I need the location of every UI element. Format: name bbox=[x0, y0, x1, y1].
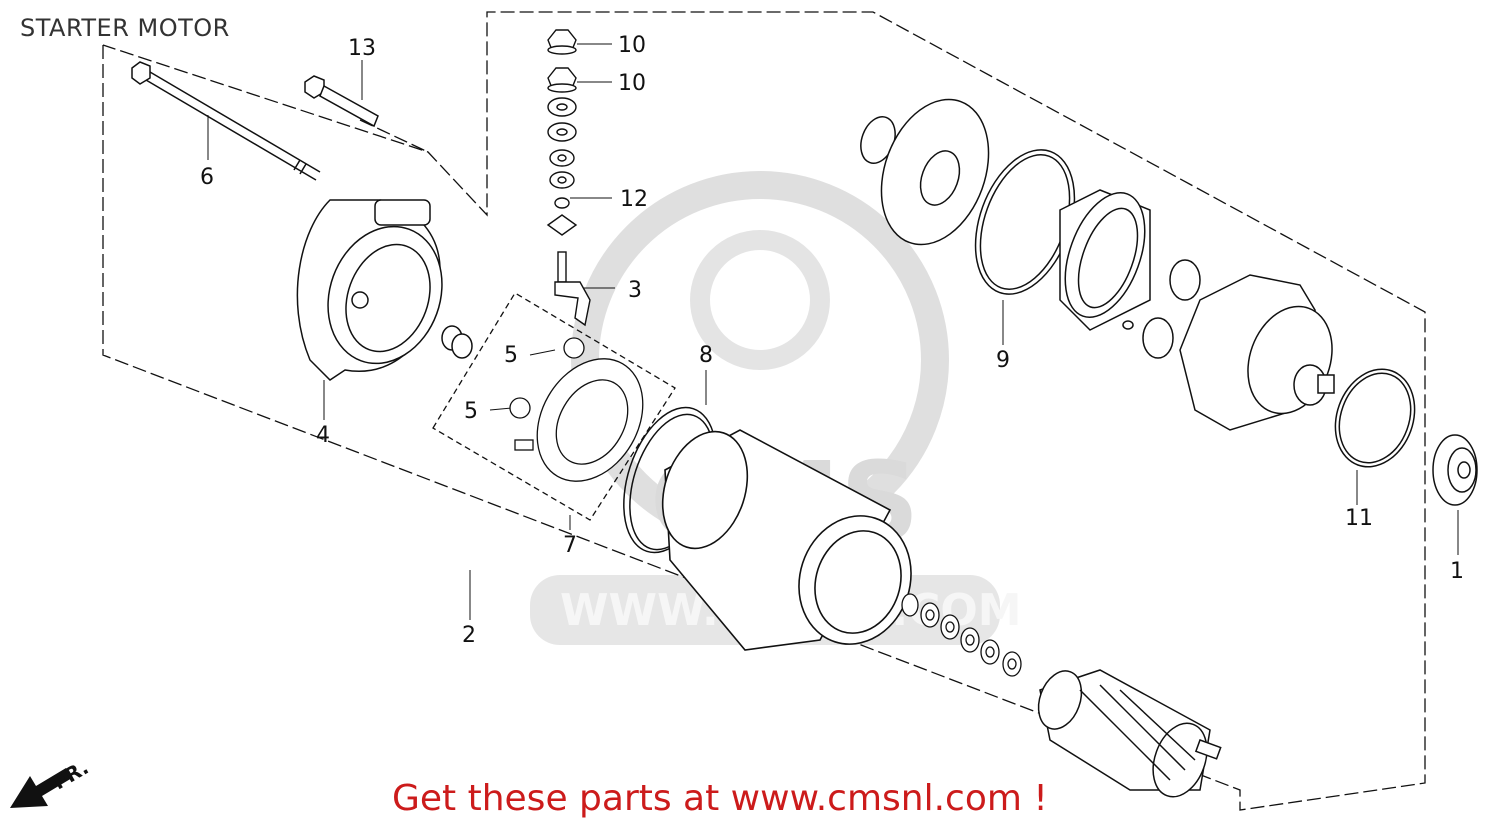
callout-12: 12 bbox=[620, 187, 648, 212]
callout-11: 11 bbox=[1345, 506, 1373, 531]
long-bolt bbox=[131, 61, 321, 181]
promo-link[interactable]: Get these parts at www.cmsnl.com ! bbox=[392, 778, 1048, 819]
callout-2: 2 bbox=[462, 623, 476, 648]
pinion-gear bbox=[1432, 434, 1478, 506]
callout-8: 8 bbox=[699, 343, 713, 368]
short-bolt bbox=[304, 75, 379, 128]
callout-7: 7 bbox=[563, 533, 577, 558]
callout-1: 1 bbox=[1450, 559, 1464, 584]
callout-10b: 10 bbox=[618, 71, 646, 96]
callout-13: 13 bbox=[348, 36, 376, 61]
armature bbox=[1037, 669, 1222, 798]
callout-4: 4 bbox=[316, 423, 330, 448]
yoke-housing bbox=[661, 429, 912, 651]
callout-9: 9 bbox=[996, 348, 1010, 373]
leader-lines bbox=[207, 43, 1459, 620]
front-cover bbox=[1179, 274, 1335, 431]
callout-10a: 10 bbox=[618, 33, 646, 58]
callout-3: 3 bbox=[628, 278, 642, 303]
bushing bbox=[441, 325, 473, 359]
rear-cover bbox=[296, 199, 443, 381]
fr-label: FR. bbox=[49, 755, 93, 794]
terminal-hardware-stack bbox=[546, 29, 578, 236]
armature-washers bbox=[901, 593, 1022, 677]
terminal-bolt bbox=[554, 251, 591, 327]
front-direction-arrow: FR. bbox=[10, 755, 93, 808]
brush-holder-assembly bbox=[432, 292, 676, 521]
callout-5b: 5 bbox=[464, 399, 478, 424]
callout-5a: 5 bbox=[504, 343, 518, 368]
callout-numbers: 1 2 3 4 5 5 6 7 8 9 10 10 11 12 13 bbox=[200, 33, 1464, 648]
page-title: STARTER MOTOR bbox=[20, 14, 230, 42]
callout-6: 6 bbox=[200, 165, 214, 190]
front-o-ring bbox=[1334, 368, 1416, 468]
gear-housing-group bbox=[860, 98, 1201, 359]
